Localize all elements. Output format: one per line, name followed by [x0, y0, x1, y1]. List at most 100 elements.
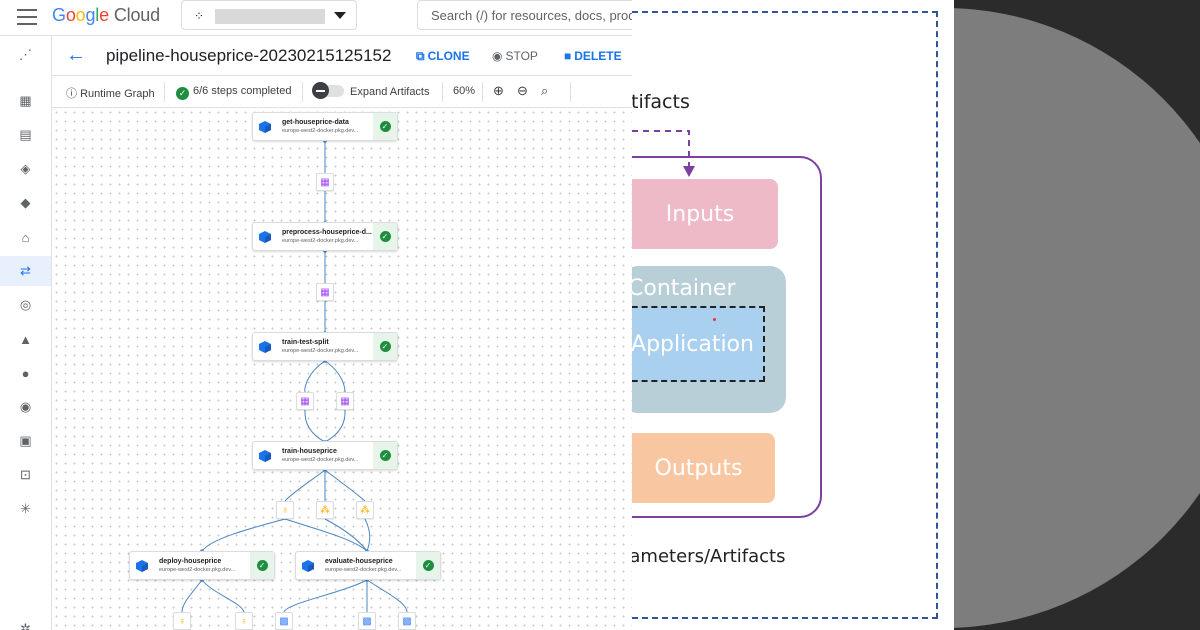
feature-store-icon[interactable]: ◈	[20, 161, 31, 176]
models-icon[interactable]: ●	[21, 365, 30, 381]
node-image: europe-west2-docker.pkg.dev...	[282, 128, 359, 134]
zoom-out-icon[interactable]: ⊖	[517, 83, 528, 98]
gray-circle	[954, 8, 1200, 628]
pipeline-graph-canvas[interactable]: get-houseprice-data europe-west2-docker.…	[52, 108, 632, 630]
pipeline-node[interactable]: preprocess-houseprice-d... europe-west2-…	[252, 222, 398, 251]
pipeline-node[interactable]: train-test-split europe-west2-docker.pkg…	[252, 332, 398, 361]
chevron-down-icon	[334, 12, 346, 19]
pipeline-node[interactable]: get-houseprice-data europe-west2-docker.…	[252, 112, 398, 141]
pipeline-node[interactable]: train-houseprice europe-west2-docker.pkg…	[252, 441, 398, 470]
zoom-reset-icon[interactable]: ⌕	[541, 83, 549, 98]
clone-button[interactable]: ⧉CLONE	[416, 49, 470, 64]
red-dot	[713, 318, 716, 321]
component-cube-icon	[259, 450, 271, 462]
check-circle-icon: ✓	[379, 121, 391, 132]
runtime-graph-info[interactable]: ⓘ Runtime Graph	[66, 85, 155, 101]
zoom-in-icon[interactable]: ⊕	[493, 83, 504, 98]
model-artifact-icon[interactable]: ♁	[276, 501, 294, 519]
dashed-border	[632, 11, 938, 619]
component-cube-icon	[259, 341, 271, 353]
dataset-artifact-icon[interactable]: ▦	[296, 392, 314, 410]
dataset-artifact-icon[interactable]: ▦	[316, 173, 334, 191]
experiments-icon[interactable]: ▲	[19, 331, 32, 347]
component-cube-icon	[302, 560, 314, 572]
info-icon: ⓘ	[66, 88, 77, 100]
delete-label: DELETE	[574, 49, 622, 63]
toggle-switch[interactable]	[312, 82, 344, 99]
pipelines-icon[interactable]: ⇄	[0, 256, 51, 286]
node-name: evaluate-houseprice	[325, 558, 393, 565]
model-artifact-icon[interactable]: ♁	[173, 612, 191, 630]
metrics-artifact-icon[interactable]: ⁂	[356, 501, 374, 519]
inputs-box: Inputs	[632, 179, 778, 249]
status-badge: ✓	[373, 113, 397, 140]
classification-metrics-icon[interactable]: ▩	[275, 612, 293, 630]
model-artifact-icon[interactable]: ♁	[235, 612, 253, 630]
check-circle-icon: ✓	[422, 560, 434, 571]
component-boundary	[632, 156, 822, 518]
pipeline-node[interactable]: evaluate-houseprice europe-west2-docker.…	[295, 551, 441, 580]
outputs-box: Outputs	[632, 433, 775, 503]
labels-icon[interactable]: ◆	[20, 195, 31, 210]
project-icon: ⁘	[194, 9, 205, 23]
stop-circle-icon: ◉	[492, 49, 503, 63]
check-circle-icon: ✓	[176, 87, 189, 100]
component-cube-icon	[259, 231, 271, 243]
pipelines-logo-icon[interactable]: ⋰	[19, 47, 32, 62]
status-badge: ✓	[373, 223, 397, 250]
project-selector[interactable]: ⁘	[181, 0, 357, 30]
stop-button[interactable]: ◉STOP	[492, 49, 538, 63]
check-circle-icon: ✓	[379, 341, 391, 352]
training-icon[interactable]: ▣	[19, 433, 32, 448]
node-name: get-houseprice-data	[282, 119, 349, 126]
classification-metrics-icon[interactable]: ▩	[398, 612, 416, 630]
node-image: europe-west2-docker.pkg.dev...	[282, 238, 359, 244]
graph-toolbar: ⓘ Runtime Graph ✓ 6/6 steps completed Exp…	[52, 76, 632, 108]
parameters-artifacts-label: rameters/Artifacts	[632, 546, 786, 567]
menu-icon[interactable]	[17, 7, 37, 27]
matching-icon[interactable]: ⊡	[20, 467, 31, 482]
dark-background	[954, 0, 1200, 630]
component-diagram: tifacts Inputs Container Application Out…	[632, 0, 954, 630]
status-badge: ✓	[373, 333, 397, 360]
network-icon[interactable]: ✳	[20, 501, 31, 516]
steps-label: 6/6 steps completed	[193, 85, 292, 97]
node-name: train-test-split	[282, 339, 329, 346]
streaming-icon[interactable]: ◉	[19, 399, 32, 414]
node-image: europe-west2-docker.pkg.dev...	[325, 567, 402, 573]
stop-label: STOP	[505, 49, 538, 63]
trash-icon: ■	[564, 49, 572, 63]
application-box: Application	[632, 306, 765, 382]
node-image: europe-west2-docker.pkg.dev...	[159, 567, 236, 573]
back-arrow-icon[interactable]: ←	[66, 44, 86, 66]
page-title: pipeline-houseprice-20230215125152	[106, 46, 392, 65]
datasets-icon[interactable]: ▤	[19, 127, 32, 142]
workbench-icon[interactable]: ⌂	[21, 229, 30, 245]
dataset-artifact-icon[interactable]: ▦	[336, 392, 354, 410]
component-cube-icon	[136, 560, 148, 572]
check-circle-icon: ✓	[379, 450, 391, 461]
delete-button[interactable]: ■DELETE	[564, 49, 622, 63]
search-input[interactable]: Search (/) for resources, docs, products	[417, 0, 632, 30]
expand-artifacts-toggle[interactable]: Expand Artifacts	[312, 82, 430, 99]
clone-label: CLONE	[427, 49, 470, 63]
pipeline-node[interactable]: deploy-houseprice europe-west2-docker.pk…	[129, 551, 275, 580]
dashboard-icon[interactable]: ▦	[19, 93, 32, 108]
status-badge: ✓	[250, 552, 274, 579]
check-circle-icon: ✓	[256, 560, 268, 571]
metrics-artifact-icon[interactable]: ⁂	[316, 501, 334, 519]
container-label: Container	[632, 276, 736, 301]
artifacts-label: tifacts	[632, 91, 690, 113]
settings-icon[interactable]: ✲	[20, 621, 31, 630]
dataset-artifact-icon[interactable]: ▦	[316, 283, 334, 301]
classification-metrics-icon[interactable]: ▩	[358, 612, 376, 630]
node-name: train-houseprice	[282, 448, 337, 455]
pipeline-header: ← pipeline-houseprice-20230215125152 ⧉CL…	[52, 36, 632, 76]
node-image: europe-west2-docker.pkg.dev...	[282, 348, 359, 354]
endpoints-icon[interactable]: ◎	[19, 297, 32, 312]
status-badge: ✓	[416, 552, 440, 579]
